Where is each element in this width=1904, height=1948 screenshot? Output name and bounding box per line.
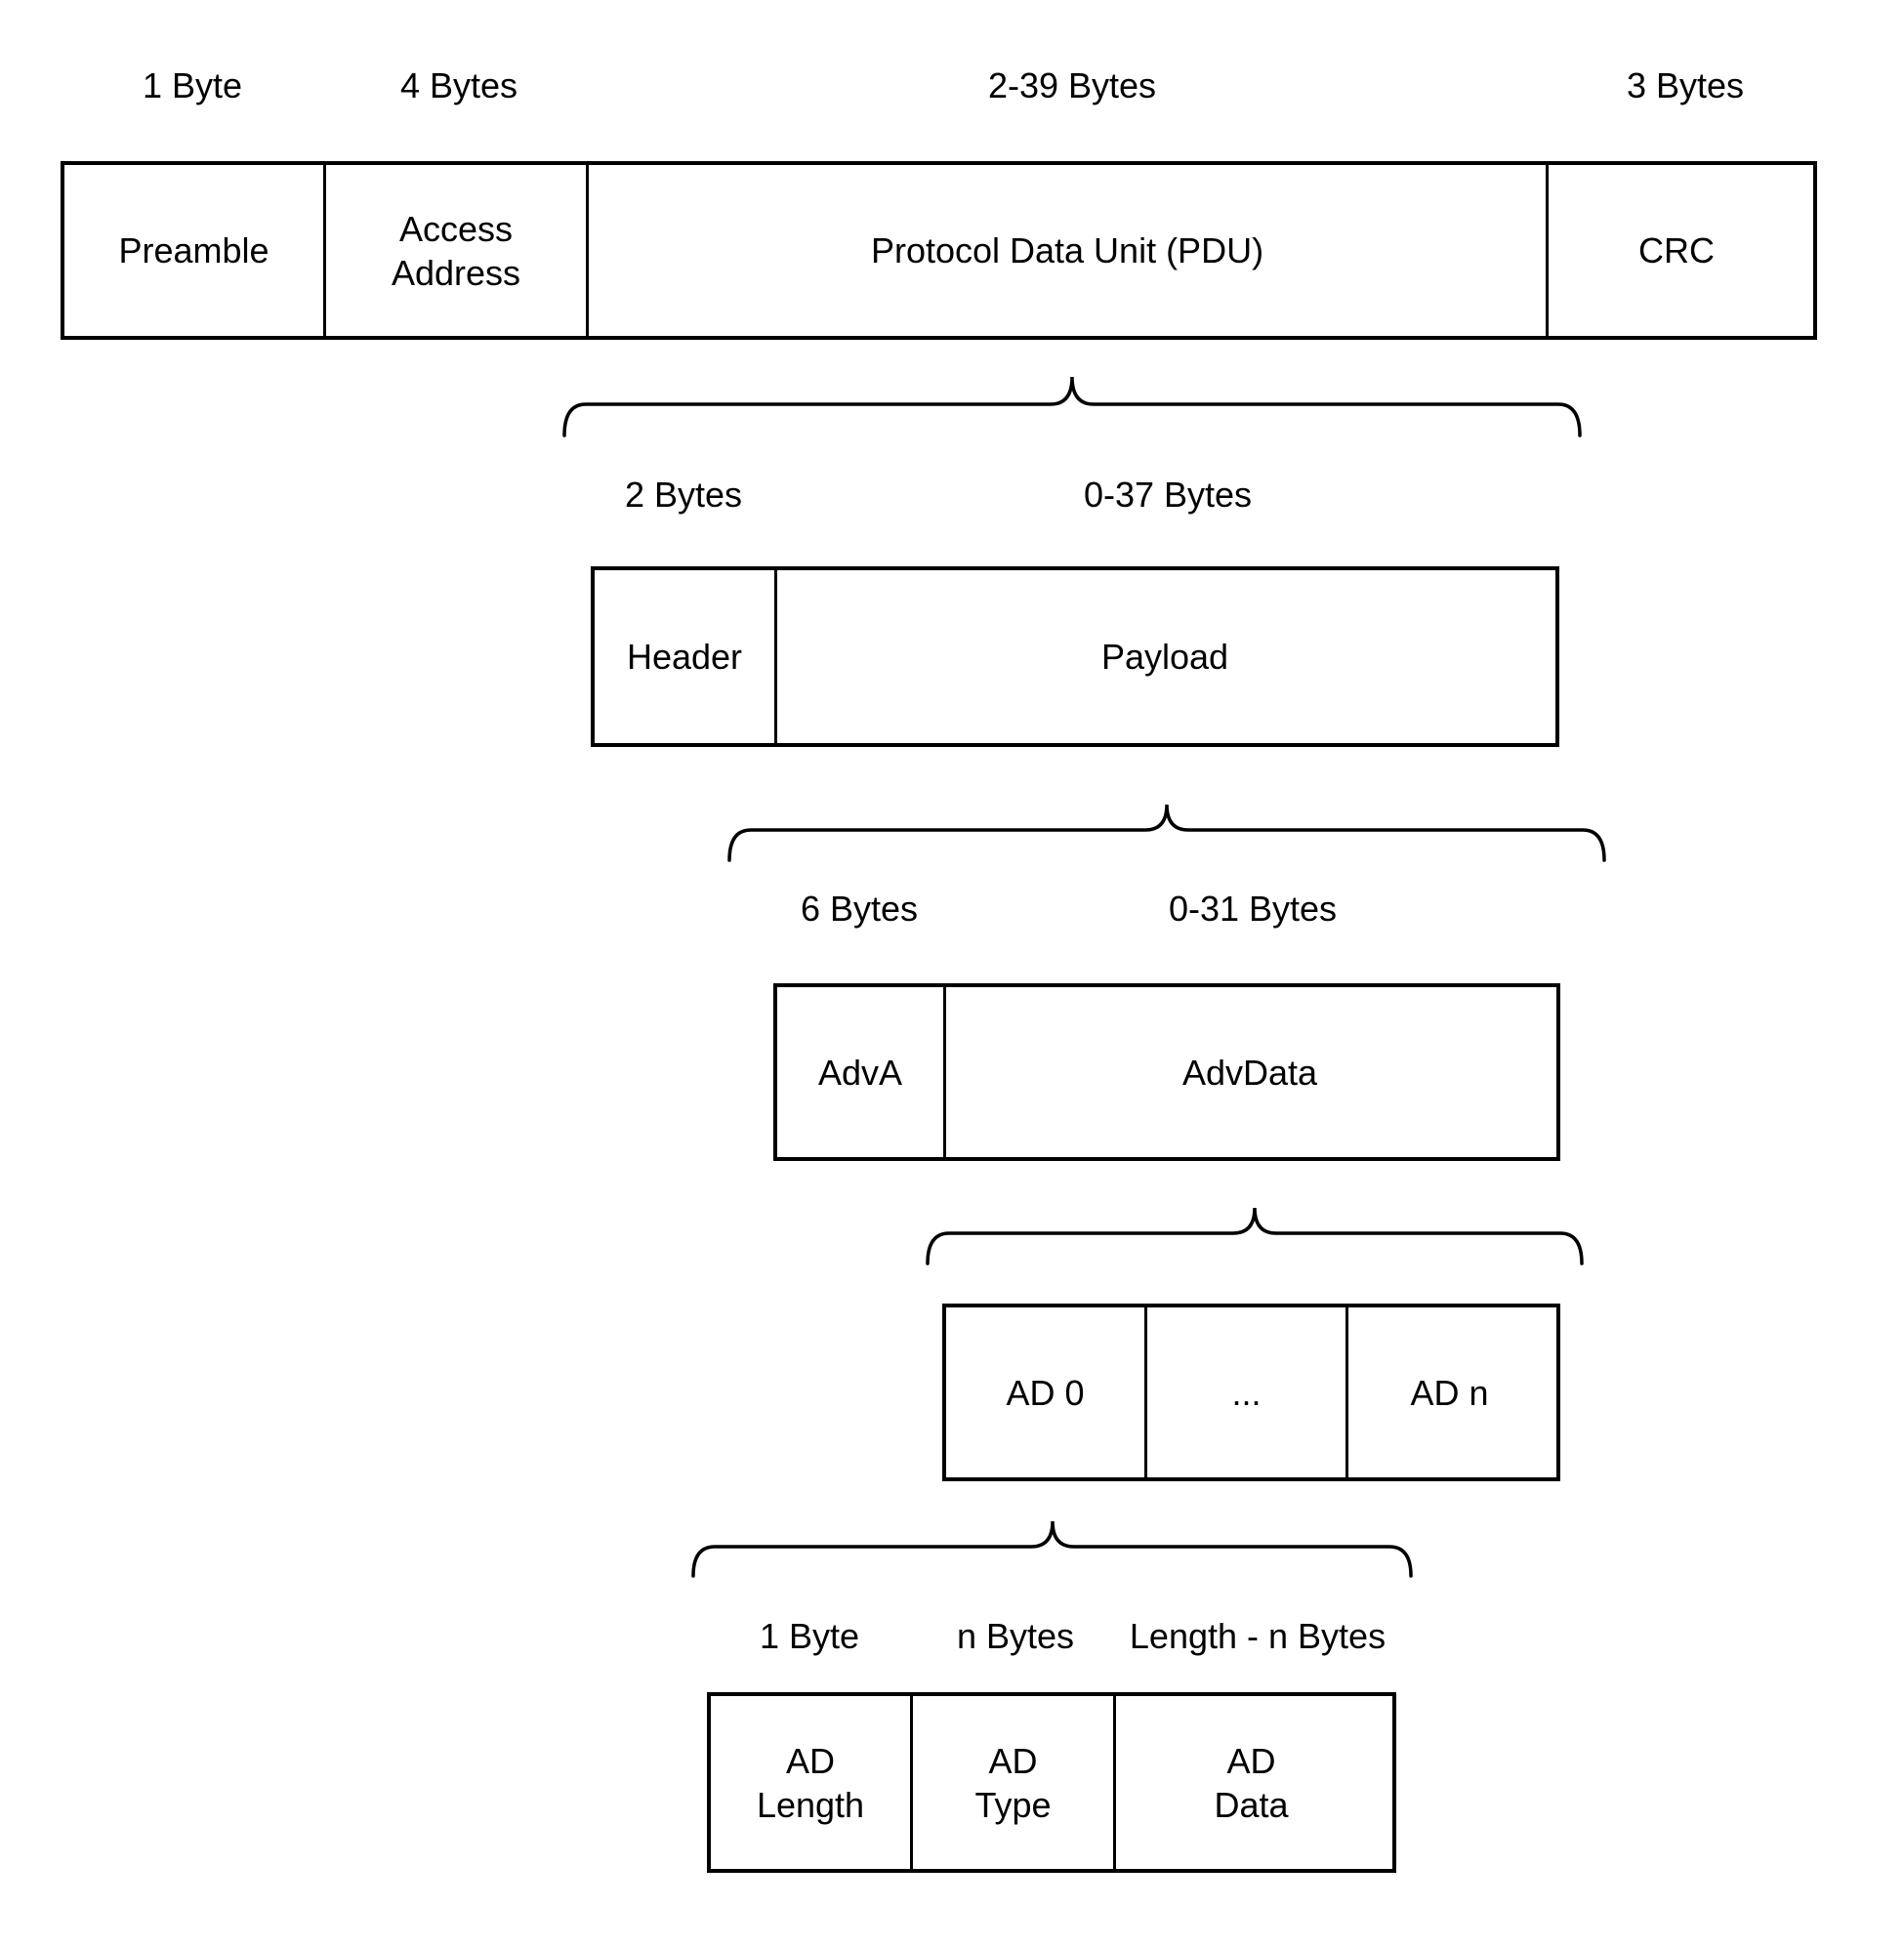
cell-header: Header [626,637,743,677]
cell-ad-n: AD n [1345,1307,1551,1477]
size-label-access-address: 4 Bytes [399,65,518,105]
ad-structure-row: AD Length AD Type AD Data [707,1692,1396,1873]
size-label-preamble: 1 Byte [142,65,243,105]
size-label-crc: 3 Bytes [1626,65,1745,105]
cell-ad-type: AD Type [910,1696,1113,1869]
size-label-header: 2 Bytes [624,475,743,515]
brace-advdata-expansion [926,1207,1584,1265]
advdata-row: AD 0 ... AD n [942,1304,1560,1481]
cell-preamble: Preamble [118,230,269,270]
cell-ad-0: AD 0 [1006,1372,1085,1413]
cell-ad-length: AD Length [756,1740,865,1825]
pdu-row: Header Payload [591,566,1559,747]
size-label-ad-length: 1 Byte [759,1616,860,1656]
size-label-pdu: 2-39 Bytes [987,65,1157,105]
brace-payload-expansion [727,804,1606,862]
packet-row: Preamble Access Address Protocol Data Un… [61,161,1817,340]
size-label-adva: 6 Bytes [800,889,919,929]
brace-ad-expansion [691,1520,1413,1578]
brace-pdu-expansion [562,376,1582,437]
cell-ad-data: AD Data [1113,1696,1387,1869]
cell-adva: AdvA [817,1052,903,1093]
cell-ad-ellipsis: ... [1144,1307,1345,1477]
size-label-ad-type: n Bytes [956,1616,1075,1656]
payload-row: AdvA AdvData [773,983,1560,1161]
size-label-ad-data: Length - n Bytes [1129,1616,1387,1656]
cell-access-address: Access Address [323,165,586,336]
cell-payload: Payload [774,570,1552,743]
size-label-advdata: 0-31 Bytes [1168,889,1338,929]
cell-pdu: Protocol Data Unit (PDU) [586,165,1546,336]
size-label-payload: 0-37 Bytes [1083,475,1253,515]
cell-advdata: AdvData [943,987,1553,1157]
cell-crc: CRC [1546,165,1804,336]
